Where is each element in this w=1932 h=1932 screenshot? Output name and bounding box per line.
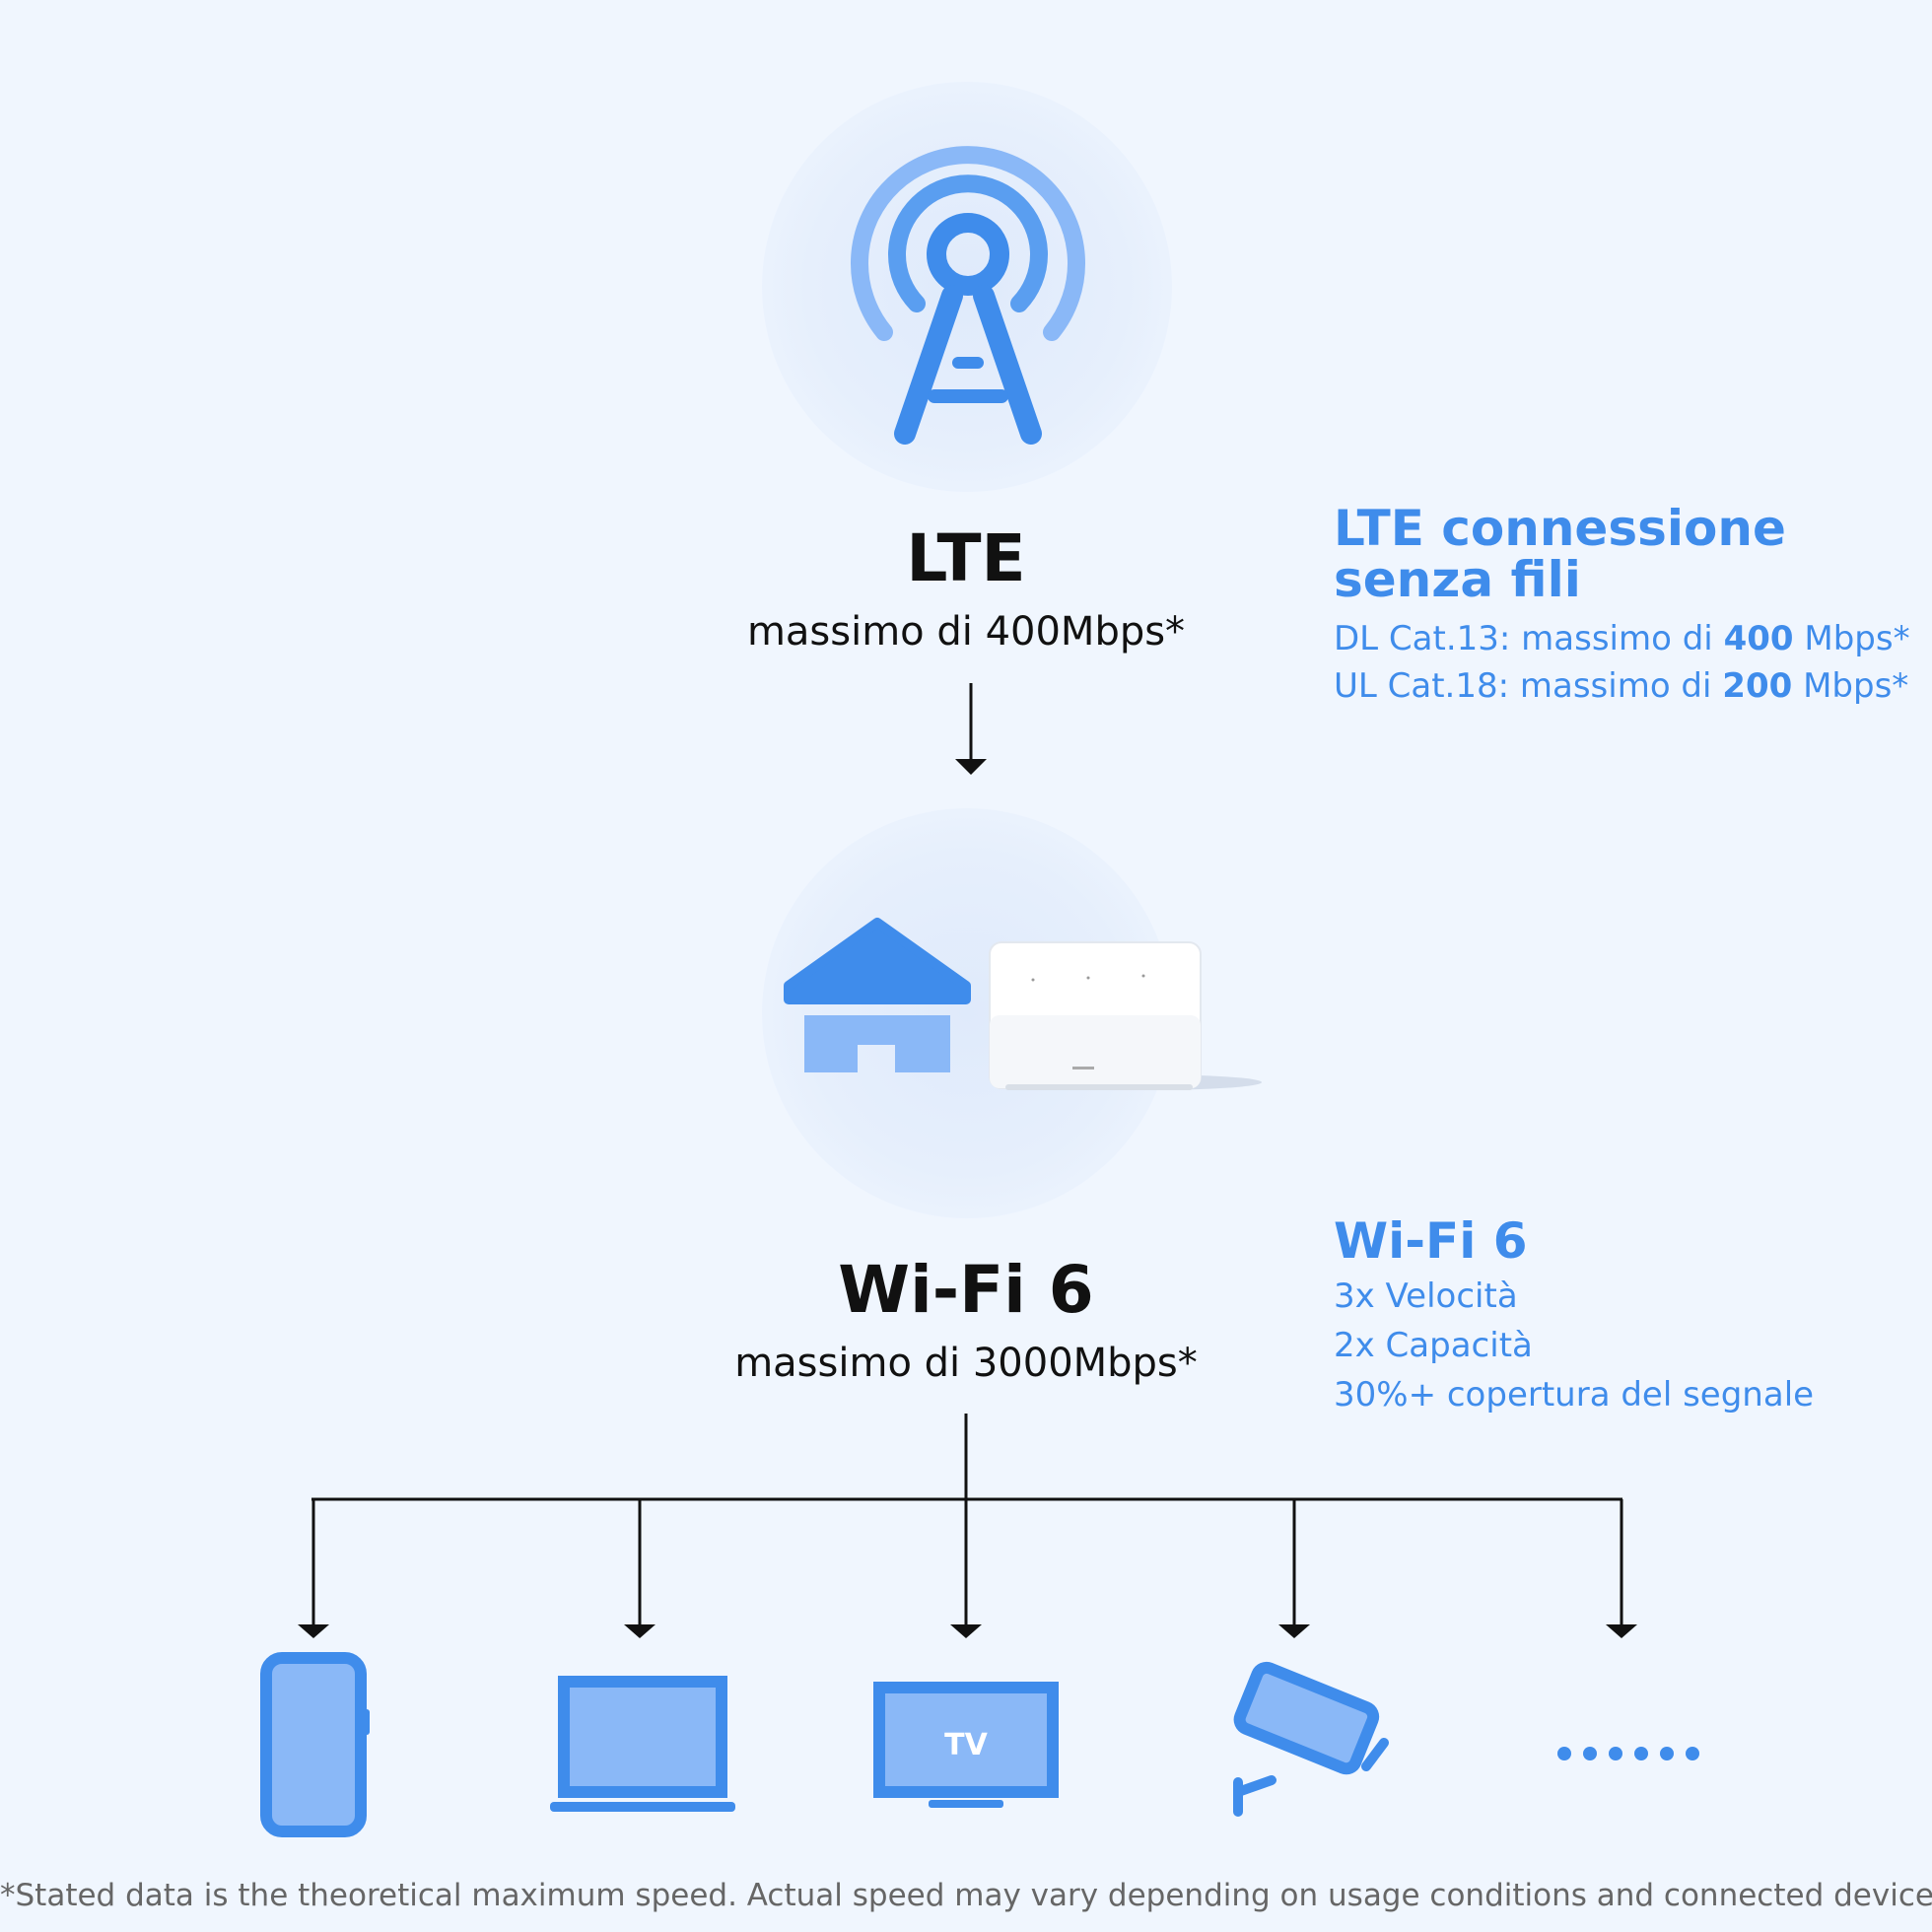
wifi-info-title: Wi-Fi 6 — [1334, 1212, 1528, 1270]
tv-icon: TV — [873, 1682, 1059, 1808]
wifi-info-line-2: 2x Capacità — [1334, 1326, 1533, 1365]
house-icon — [784, 918, 971, 1072]
lte-to-router-arrow — [955, 683, 987, 775]
lte-info-title-2: senza fili — [1334, 551, 1581, 608]
lte-ul-value: 200 — [1722, 666, 1793, 706]
phone-icon — [260, 1652, 370, 1837]
wifi-title: Wi-Fi 6 — [838, 1252, 1094, 1328]
lte-dl-value: 400 — [1723, 619, 1794, 658]
laptop-icon — [550, 1676, 735, 1812]
wifi-info: Wi-Fi 6 3x Velocità 2x Capacità 30%+ cop… — [1334, 1215, 1814, 1414]
lte-dl-prefix: DL Cat.13: massimo di — [1334, 619, 1724, 658]
tower-icon — [851, 146, 1085, 445]
lte-ul-line: UL Cat.18: massimo di 200 Mbps* — [1334, 666, 1910, 706]
wifi-distribution-lines — [311, 1414, 1623, 1628]
wifi-info-line-3: 30%+ copertura del segnale — [1334, 1375, 1815, 1414]
router-image — [989, 941, 1262, 1090]
lte-dl-suffix: Mbps* — [1793, 619, 1910, 658]
lte-ul-prefix: UL Cat.18: massimo di — [1334, 666, 1723, 706]
more-dots-icon — [1557, 1747, 1699, 1760]
wifi-arrowheads — [298, 1624, 1637, 1638]
lte-ul-suffix: Mbps* — [1792, 666, 1909, 706]
lte-title: LTE — [906, 520, 1026, 596]
lte-info: LTE connessione senza fili DL Cat.13: ma… — [1334, 503, 1910, 706]
lte-info-title-1: LTE connessione — [1334, 500, 1786, 557]
wifi-subtitle: massimo di 3000Mbps* — [734, 1341, 1198, 1386]
lte-subtitle: massimo di 400Mbps* — [746, 609, 1186, 655]
camera-icon — [1233, 1661, 1389, 1817]
wifi-info-line-1: 3x Velocità — [1334, 1276, 1518, 1316]
lte-dl-line: DL Cat.13: massimo di 400 Mbps* — [1334, 619, 1910, 658]
footer-disclaimer: *Stated data is the theoretical maximum … — [0, 1878, 1932, 1913]
tv-label: TV — [944, 1728, 988, 1762]
